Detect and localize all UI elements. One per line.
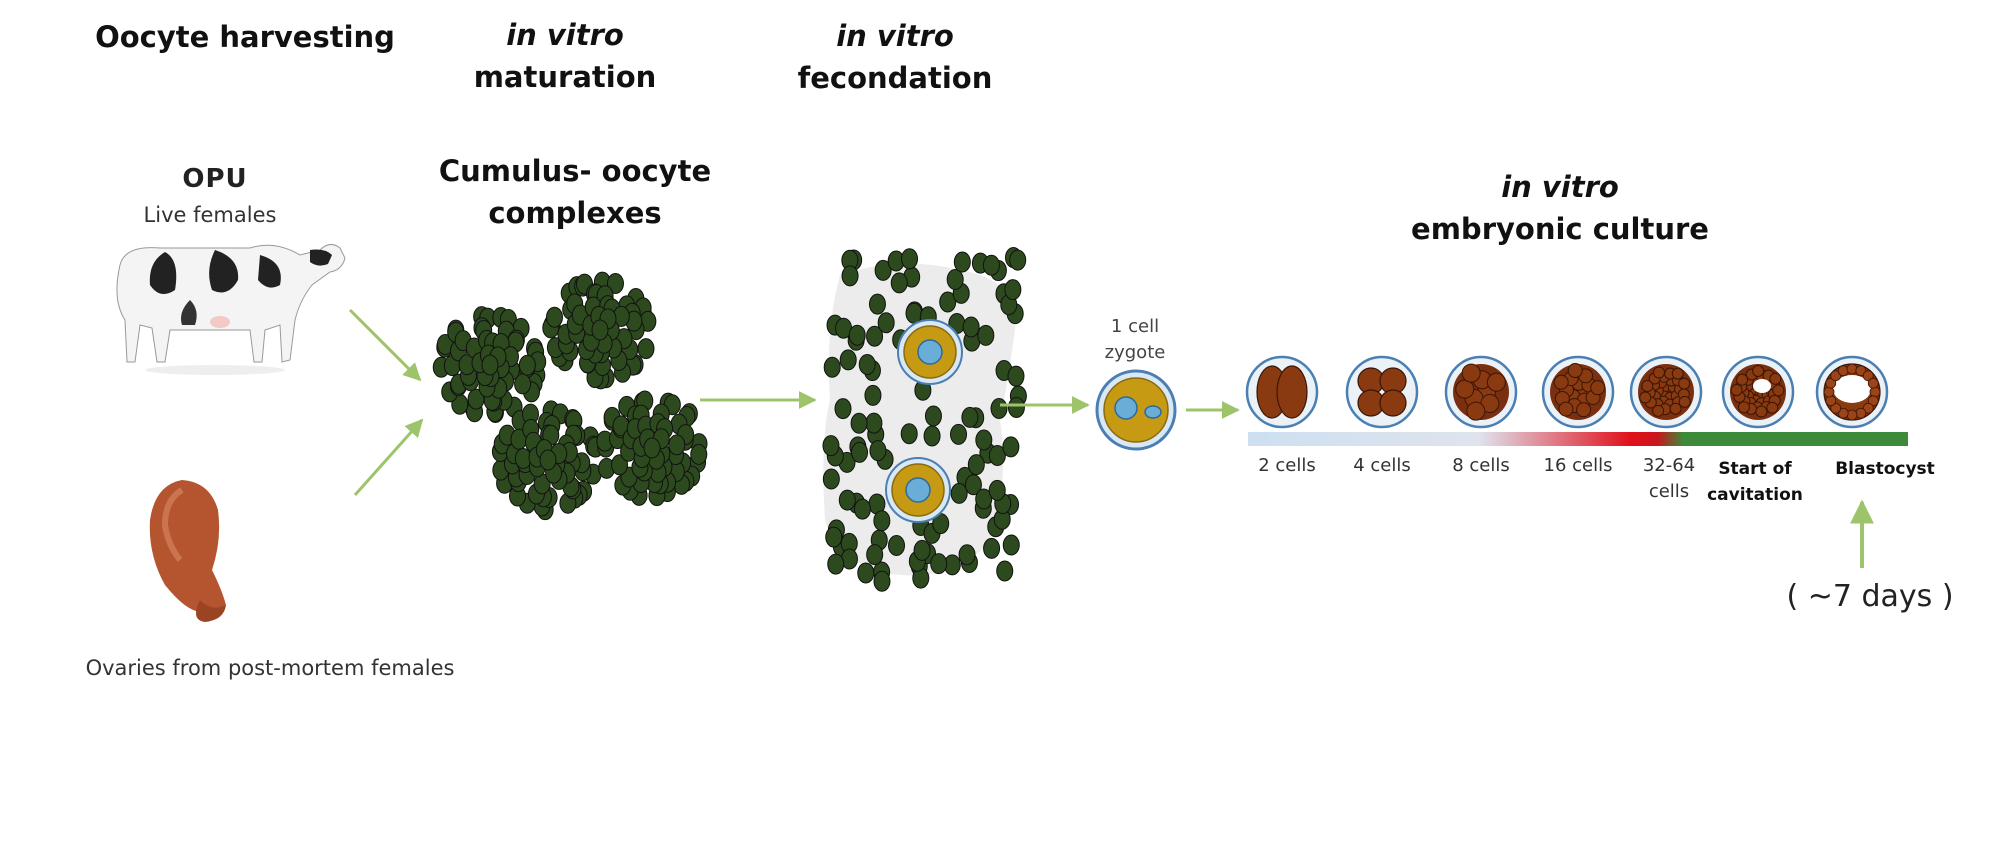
cumulus-cell [989,480,1005,500]
cumulus-cell [901,424,917,444]
cumulus-cell [984,538,1000,558]
embryo-4-cells [1347,357,1417,427]
cumulus-cell [823,469,839,489]
cumulus-cell [867,545,883,565]
embryo-blastocyst [1817,357,1887,427]
cumulus-cell [1008,366,1024,386]
embryo-start-of-cavitation [1723,357,1793,427]
fertilizing-oocyte-2 [886,458,950,522]
cumulus-cell [638,339,654,359]
arrow-cow-to-coc [350,310,420,380]
cumulus-cell [962,407,978,427]
cumulus-cell [823,436,839,456]
cow-illustration [117,244,345,375]
coc-cluster-4 [597,391,707,506]
cumulus-cell [546,307,562,327]
cumulus-cell [874,511,890,531]
embryo-8-cells [1446,357,1516,427]
cumulus-cell [519,355,535,375]
cumulus-cell [976,430,992,450]
cumulus-cell [951,483,967,503]
cumulus-cell [951,424,967,444]
cumulus-cell [878,313,894,333]
cumulus-cell [1010,250,1026,270]
cumulus-cell [902,249,918,269]
cumulus-cell [859,354,875,374]
cumulus-cell [891,273,907,293]
zygote-illustration [1097,371,1175,449]
cumulus-oocyte-complexes [433,272,707,520]
cumulus-cell [1003,437,1019,457]
cumulus-cell [991,398,1007,418]
cumulus-cell [968,455,984,475]
cumulus-cell [835,399,851,419]
cumulus-cell [1005,280,1021,300]
cumulus-cell [1003,535,1019,555]
embryo-16-cells [1543,357,1613,427]
cumulus-cell [959,545,975,565]
ovary-illustration [150,480,226,622]
cumulus-cell [874,571,890,591]
arrow-ovary-to-coc [355,420,422,495]
cumulus-cell [691,444,707,464]
cumulus-cell [997,561,1013,581]
cumulus-cell [914,540,930,560]
cumulus-cell [954,252,970,272]
fertilizing-oocyte-1 [898,320,962,384]
cumulus-cell [540,450,556,470]
embryo-32-64-cells [1631,357,1701,427]
cumulus-cell [854,499,870,519]
cumulus-cell [983,255,999,275]
cumulus-cell [826,527,842,547]
cumulus-cell [869,294,885,314]
coc-cluster-3 [492,401,603,520]
cumulus-cell [482,355,498,375]
embryo-2-cells [1247,357,1317,427]
coc-cluster-2 [543,272,656,389]
cumulus-cell [947,270,963,290]
cumulus-cell [842,266,858,286]
cumulus-cell [852,442,868,462]
cumulus-cell [851,413,867,433]
cumulus-cell [592,320,608,340]
cumulus-cell [824,357,840,377]
cumulus-cell [858,563,874,583]
cumulus-cell [865,385,881,405]
cumulus-cell [849,325,865,345]
cumulus-cell [1008,397,1024,417]
cumulus-cell [889,535,905,555]
cumulus-cell [978,325,994,345]
stage-progress-bar [1248,432,1908,446]
cumulus-cell [906,303,922,323]
cumulus-cell [644,438,660,458]
cumulus-cell [963,317,979,337]
cumulus-cell [839,490,855,510]
cumulus-cell [840,350,856,370]
cumulus-cell [870,441,886,461]
cumulus-cell [828,554,844,574]
cumulus-cell [924,426,940,446]
cumulus-cell [669,435,685,455]
cumulus-cell [931,554,947,574]
cumulus-cell [925,406,941,426]
cumulus-cell [866,413,882,433]
fertilization-illustration [823,248,1026,592]
